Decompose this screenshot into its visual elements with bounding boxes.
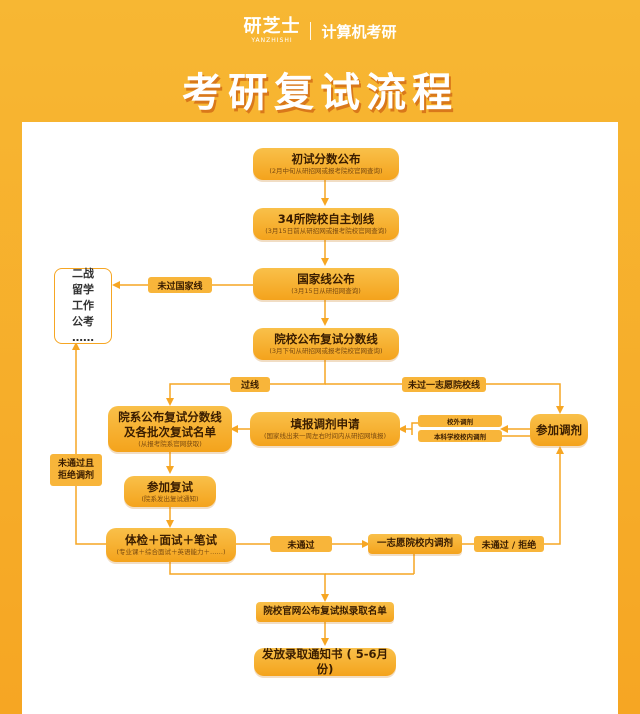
label-fail-reject-line2: 拒绝调剂 [57,471,94,481]
node-title: 参加调剂 [536,422,582,437]
node-title-1: 院系公布复试分数线 [118,409,222,424]
flowchart-panel: 初试分数公布 (2月中旬从研招网或报考院校官网查询) 34所院校自主划线 (3月… [22,122,618,714]
label-not-first-choice: 未过一志愿院校线 [402,377,486,392]
node-title: 填报调剂申请 [290,417,360,432]
label-outside-adjust: 校外调剂 [418,415,502,427]
node-title: 参加复试 [147,479,193,494]
label-not-national: 未过国家线 [148,277,212,293]
node-subtitle: (院系发出复试通知) [141,494,199,503]
brand-subtitle: 计算机考研 [321,22,397,41]
node-title-2: 及各批次复试名单 [124,424,216,439]
label-fail-refuse: 未通过 / 拒绝 [474,536,544,552]
node-join-adjust: 参加调剂 [530,414,588,446]
node-admission-notice: 发放录取通知书 ( 5-6月份) [254,647,396,676]
node-title: 34所院校自主划线 [277,212,375,227]
label-fail-reject: 未通过且 拒绝调剂 [50,454,102,486]
brand: 研芝士 YANZHISHI 计算机考研 [0,18,640,44]
node-admission-list: 院校官网公布复试拟录取名单 [256,602,394,622]
arrow-n9-side [72,342,106,545]
node-attend-retest: 参加复试 (院系发出复试通知) [124,476,216,507]
node-subtitle: (3月下旬从研招网或报考院校官网查询) [269,347,383,356]
side-option: 留学 [72,283,94,297]
node-title: 院校公布复试分数线 [274,332,378,347]
node-dept-retest-list: 院系公布复试分数线 及各批次复试名单 (从报考院系官网获取) [108,406,232,452]
node-initial-scores: 初试分数公布 (2月中旬从研招网或报考院校官网查询) [253,148,399,180]
node-national-line: 国家线公布 (3月15日从研招网查询) [253,268,399,300]
node-title: 发放录取通知书 ( 5-6月份) [261,647,389,676]
node-subtitle: (从报考院系官网获取) [138,439,202,448]
line-label-join [411,422,418,435]
brand-logo: 研芝士 YANZHISHI [243,18,300,44]
side-option: …… [72,330,94,344]
node-title: 体检＋面试＋笔试 [125,533,217,548]
node-title: 国家线公布 [297,272,355,287]
brand-divider [310,22,312,40]
arrow-n9-n11 [169,562,329,602]
arrow-n10-n7 [462,446,564,545]
side-option: 公考 [72,314,94,328]
node-title: 一志愿院校内调剂 [376,537,453,549]
node-adjust-application: 填报调剂申请 (国家线出来一周左右时间内从研招网填报) [250,412,400,446]
side-option: 二战 [72,267,94,281]
node-subtitle: (3月15日从研招网查询) [291,287,361,296]
node-subtitle: (2月中旬从研招网或报考院校官网查询) [269,167,383,176]
logo-subtext: YANZHISHI [251,37,293,44]
node-title: 院校官网公布复试拟录取名单 [263,605,387,617]
page-title: 考研复试流程 [182,70,458,116]
node-34-schools: 34所院校自主划线 (3月15日前从研招网或报考院校官网查询) [253,208,399,240]
label-inside-adjust: 本科学校校内调剂 [418,430,502,442]
node-title: 初试分数公布 [291,152,361,167]
logo-text: 研芝士 [243,16,301,37]
node-subtitle: (专业课＋综合面试＋英语能力＋……) [116,548,226,557]
node-exam-interview: 体检＋面试＋笔试 (专业课＋综合面试＋英语能力＋……) [106,528,236,562]
node-subtitle: (3月15日前从研招网或报考院校官网查询) [265,227,387,236]
label-pass: 过线 [230,377,270,392]
label-fail-reject-line1: 未通过且 [57,458,94,469]
node-internal-adjust: 一志愿院校内调剂 [368,534,462,554]
node-school-retest-line: 院校公布复试分数线 (3月下旬从研招网或报考院校官网查询) [253,328,399,360]
side-option: 工作 [72,299,94,313]
label-fail: 未通过 [270,536,332,552]
header: 研芝士 YANZHISHI 计算机考研 考研复试流程 [0,0,640,120]
node-subtitle: (国家线出来一周左右时间内从研招网填报) [263,432,387,441]
side-options-box: 二战 留学 工作 公考 …… [54,267,112,344]
